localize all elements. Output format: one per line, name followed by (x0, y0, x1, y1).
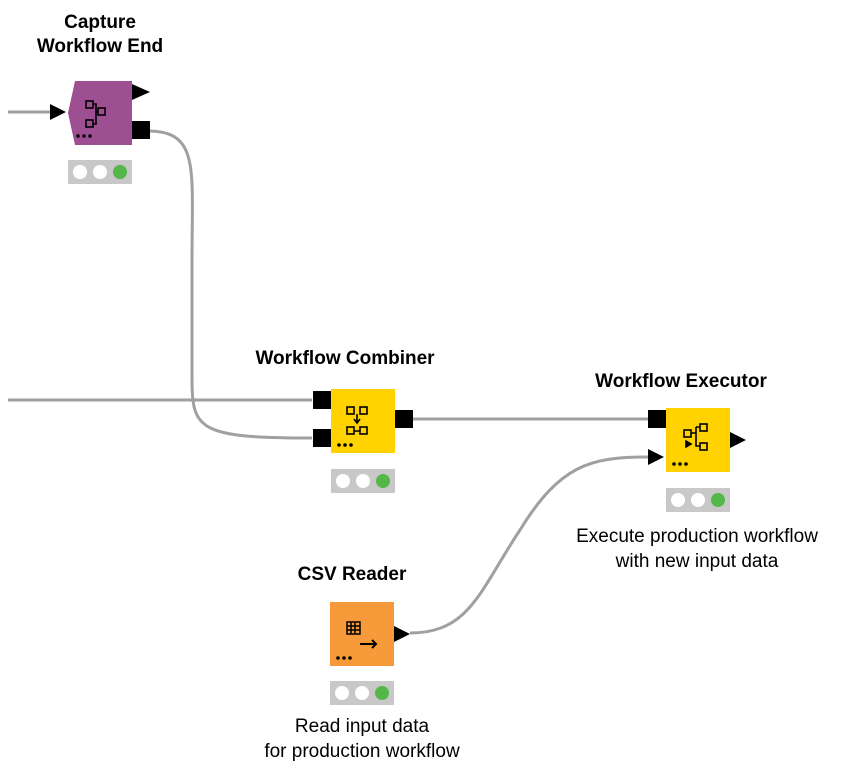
input-port-1[interactable] (313, 391, 331, 409)
status-traffic-light (330, 681, 394, 705)
output-port-arrow[interactable] (394, 626, 410, 642)
capture-end-title-line2: Workflow End (36, 36, 164, 57)
status-traffic-light (331, 469, 395, 493)
input-port-arrow[interactable] (50, 104, 66, 120)
csv-reader-body[interactable] (330, 602, 394, 666)
csv-desc-line1: Read input data (294, 716, 430, 737)
node-dots (337, 443, 353, 447)
csv-desc-line2: for production workflow (264, 741, 460, 762)
executor-desc-line1: Execute production workflow (576, 526, 818, 547)
workflow-combine-icon (346, 406, 368, 435)
executor-desc-line2: with new input data (615, 551, 779, 572)
combiner-body[interactable] (331, 389, 395, 453)
capture-end-title: Capture Workflow End (37, 11, 163, 59)
node-workflow-executor[interactable] (648, 408, 746, 512)
output-port[interactable] (395, 410, 413, 428)
status-traffic-light (666, 488, 730, 512)
csv-reader-title: CSV Reader (297, 564, 407, 585)
node-capture-workflow-end[interactable] (50, 81, 150, 184)
capture-end-title-line1: Capture (64, 12, 136, 33)
executor-description: Execute production workflow with new inp… (576, 524, 818, 574)
executor-title: Workflow Executor (595, 371, 767, 392)
connection-csv-to-executor[interactable] (409, 455, 649, 635)
output-port-square[interactable] (132, 121, 150, 139)
node-workflow-combiner[interactable] (313, 389, 413, 493)
input-port-arrow[interactable] (648, 449, 664, 465)
output-port-arrow[interactable] (132, 84, 150, 100)
capture-end-body[interactable] (68, 81, 132, 145)
executor-body[interactable] (666, 408, 730, 472)
workflow-tree-icon (85, 100, 106, 128)
connections (8, 110, 649, 635)
table-arrow-icon (346, 621, 378, 649)
input-port-2[interactable] (313, 429, 331, 447)
node-dots (336, 656, 352, 660)
status-traffic-light (68, 160, 132, 184)
output-port-arrow[interactable] (730, 432, 746, 448)
node-dots (672, 462, 688, 466)
input-port-square[interactable] (648, 410, 666, 428)
csv-reader-description: Read input data for production workflow (264, 714, 459, 764)
connection-capture-to-combiner[interactable] (147, 129, 313, 440)
workflow-execute-icon (683, 423, 708, 451)
combiner-title: Workflow Combiner (255, 348, 435, 369)
node-dots (76, 134, 92, 138)
node-csv-reader[interactable] (330, 602, 410, 705)
